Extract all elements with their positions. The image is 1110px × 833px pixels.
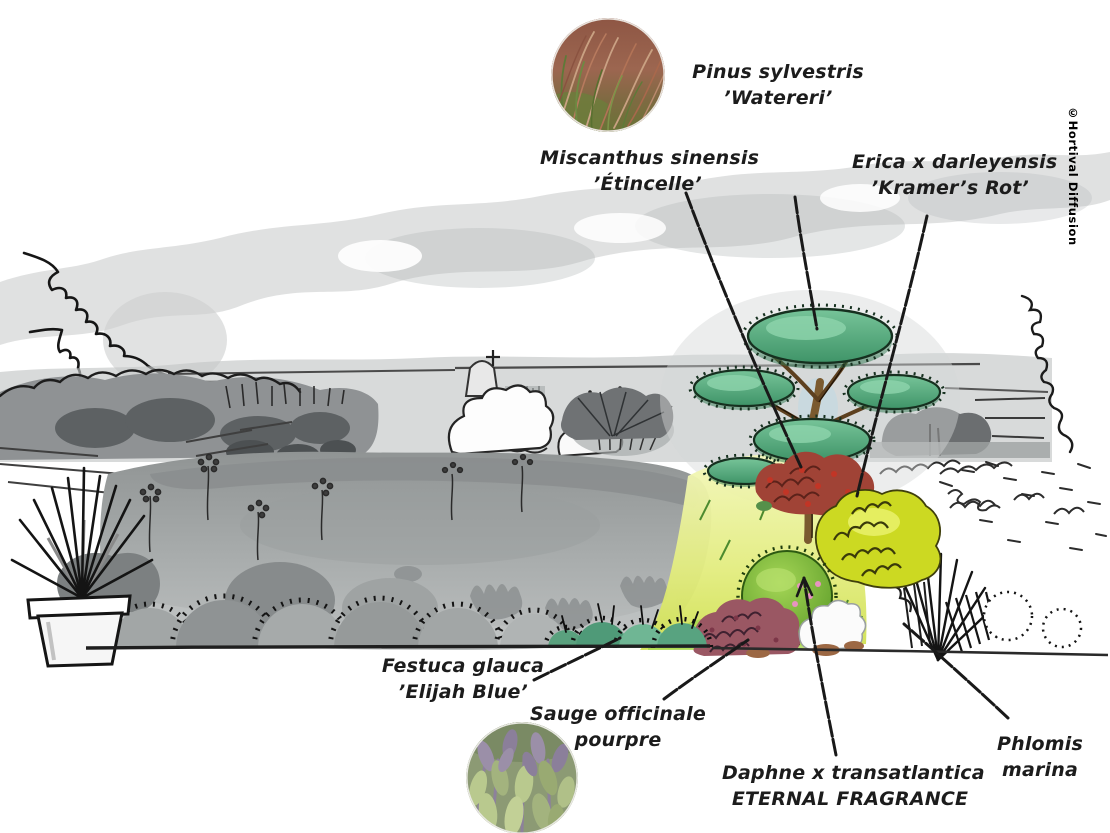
label-sauge: Sauge officinale pourpre: [528, 701, 708, 753]
plant-name: Pinus sylvestris: [692, 61, 864, 83]
plant-cultivar: ’Kramer’s Rot’: [871, 177, 1029, 199]
plant-name: Phlomis: [996, 733, 1084, 755]
white-bush: [447, 384, 555, 456]
ground-line-left: [85, 644, 711, 650]
sage-shrub: [693, 597, 801, 656]
foreground-pot: [10, 466, 154, 668]
plant-name: Erica x darleyensis: [852, 151, 1058, 173]
label-miscanthus: Miscanthus sinensis ’Étincelle’: [540, 145, 760, 197]
leader-line-erica: [855, 214, 929, 498]
copyright-credit: ©Hortival Diffusion: [1066, 106, 1080, 246]
plant-cultivar: ’Étincelle’: [593, 173, 702, 195]
plant-cultivar: ’Watereri’: [723, 87, 833, 109]
miscanthus-photo: [551, 18, 665, 132]
grey-mounds: [103, 593, 575, 649]
plant-name: Festuca glauca: [381, 655, 545, 677]
plant-cultivar: marina: [1001, 759, 1079, 781]
leader-line-festuca: [532, 636, 622, 682]
plant-name: Miscanthus sinensis: [540, 147, 760, 169]
leader-line-daphne: [802, 576, 838, 757]
phlomis-shrub: [814, 489, 942, 589]
right-bumpy-outline: [1020, 294, 1074, 454]
plant-name: Daphne x transatlantica: [722, 762, 985, 784]
label-phlomis: Phlomis marina: [982, 731, 1098, 783]
leader-line-sauge: [662, 638, 750, 701]
label-erica: Erica x darleyensis ’Kramer’s Rot’: [852, 149, 1058, 201]
plant-cultivar: pourpre: [574, 729, 662, 751]
spiky-plant: [10, 466, 154, 600]
plant-name: Sauge officinale: [530, 703, 706, 725]
plant-cultivar: ETERNAL FRAGRANCE: [731, 788, 969, 810]
scribble-shrub: [560, 387, 674, 440]
leader-lines: [532, 191, 1010, 757]
lawn-shadows: [394, 566, 668, 631]
leader-line-phlomis: [902, 622, 1010, 720]
leader-line-pinus: [793, 195, 819, 331]
umbel-flowers: [139, 453, 534, 561]
hedge-grass-strokes: [225, 381, 345, 409]
label-festuca: Festuca glauca ’Elijah Blue’: [378, 653, 548, 705]
label-daphne: Daphne x transatlantica ETERNAL FRAGRANC…: [722, 760, 985, 812]
ink-dashes: [939, 461, 1107, 551]
label-pinus: Pinus sylvestris ’Watereri’: [688, 59, 868, 111]
plant-cultivar: ’Elijah Blue’: [398, 681, 528, 703]
scribble-shrub-lines: [577, 391, 665, 437]
white-flower-mass: [746, 581, 867, 658]
left-foreground: [10, 453, 575, 668]
ground-line-right: [711, 646, 1109, 657]
daphne-arrowhead: [795, 576, 814, 598]
leader-line-miscanthus: [684, 191, 803, 469]
